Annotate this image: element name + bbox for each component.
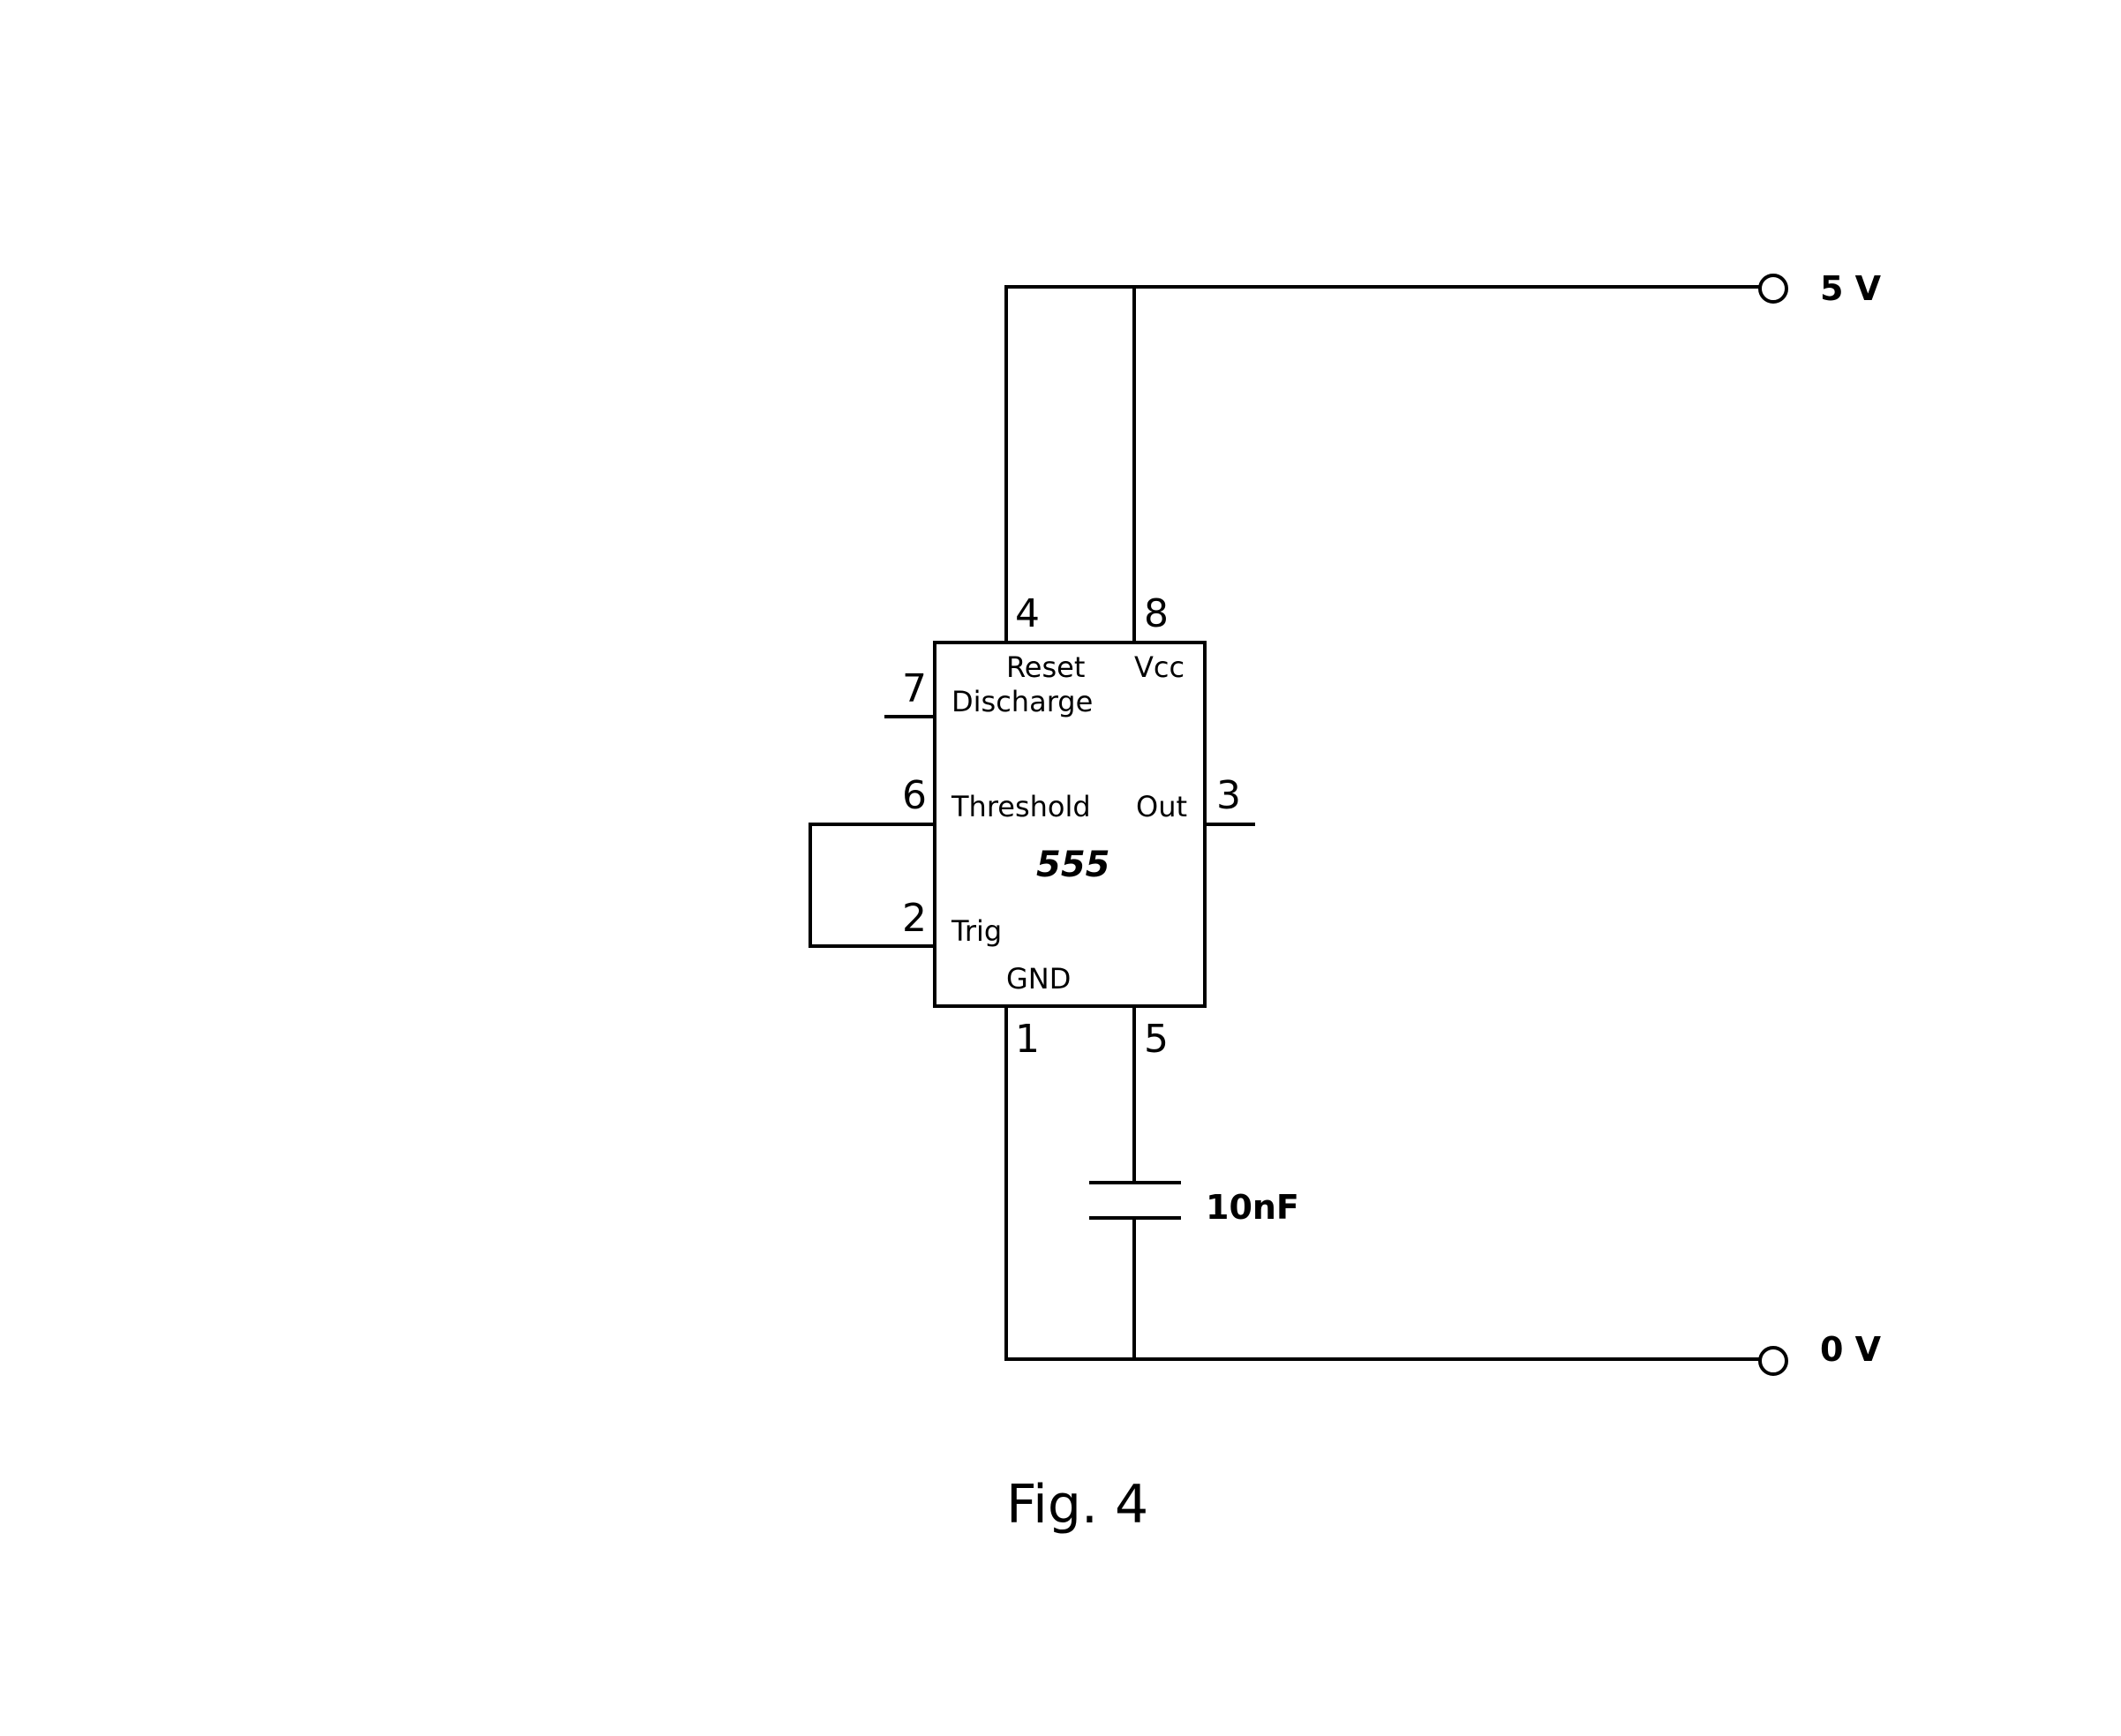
0v-terminal bbox=[1758, 1346, 1788, 1376]
pin-number-trig: 2 bbox=[902, 896, 927, 941]
pin-number-discharge: 7 bbox=[902, 666, 927, 711]
0v-label: 0 V bbox=[1820, 1330, 1882, 1369]
pin-label-out: Out bbox=[1136, 790, 1187, 823]
pin-label-vcc: Vcc bbox=[1134, 650, 1185, 684]
pin-label-trig: Trig bbox=[951, 914, 1002, 948]
chip-name: 555 bbox=[1036, 845, 1110, 885]
pin-label-threshold: Threshold bbox=[951, 790, 1091, 823]
pin-number-out: 3 bbox=[1216, 773, 1241, 818]
pin-label-reset: Reset bbox=[1006, 650, 1085, 684]
capacitor-value: 10nF bbox=[1206, 1188, 1299, 1227]
pin-number-vcc: 8 bbox=[1144, 591, 1169, 636]
reset-to-5v-wire bbox=[1004, 285, 1764, 665]
pin-number-control: 5 bbox=[1144, 1017, 1169, 1062]
pin-label-gnd: GND bbox=[1006, 962, 1071, 996]
5v-label: 5 V bbox=[1820, 269, 1882, 308]
pin-number-reset: 4 bbox=[1015, 591, 1040, 636]
threshold-trig-link-wire bbox=[809, 823, 936, 948]
555-chip-body bbox=[933, 641, 1207, 1008]
pin-number-threshold: 6 bbox=[902, 773, 927, 818]
5v-terminal bbox=[1758, 274, 1788, 304]
pin-number-gnd: 1 bbox=[1015, 1017, 1040, 1062]
figure-caption: Fig. 4 bbox=[1006, 1474, 1148, 1536]
gnd-to-0v-wire bbox=[1004, 1004, 1764, 1361]
pin-label-discharge: Discharge bbox=[951, 685, 1093, 718]
